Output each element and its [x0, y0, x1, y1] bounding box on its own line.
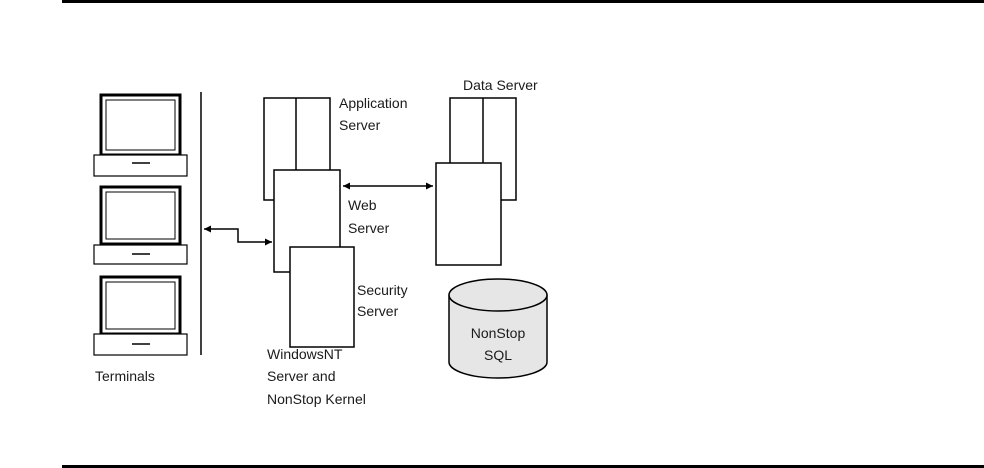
platform-label-line3: NonStop Kernel	[267, 391, 366, 407]
web-server-label-line2: Server	[348, 220, 390, 236]
application-server-label-line2: Server	[339, 117, 381, 133]
platform-label-line1: WindowsNT	[267, 346, 343, 362]
database-label-line1: NonStop	[471, 325, 526, 341]
security-server-label-line2: Server	[357, 303, 399, 319]
bottom-rule	[62, 465, 984, 468]
database-label-line2: SQL	[484, 347, 512, 363]
terminal-3	[93, 275, 188, 356]
application-server-label-line1: Application	[339, 95, 408, 111]
database-cylinder	[448, 278, 548, 379]
data-server-label: Data Server	[463, 77, 538, 93]
security-server-label-line1: Security	[357, 282, 408, 298]
top-rule	[62, 0, 984, 3]
data-server	[435, 162, 502, 266]
terminal-2	[93, 185, 188, 265]
web-server-label-line1: Web	[348, 197, 377, 213]
terminals-label: Terminals	[95, 368, 155, 384]
security-server	[289, 246, 355, 348]
terminal-1	[93, 93, 188, 177]
bus-to-web-server-arrow	[204, 225, 272, 246]
platform-label-line2: Server and	[267, 368, 335, 384]
